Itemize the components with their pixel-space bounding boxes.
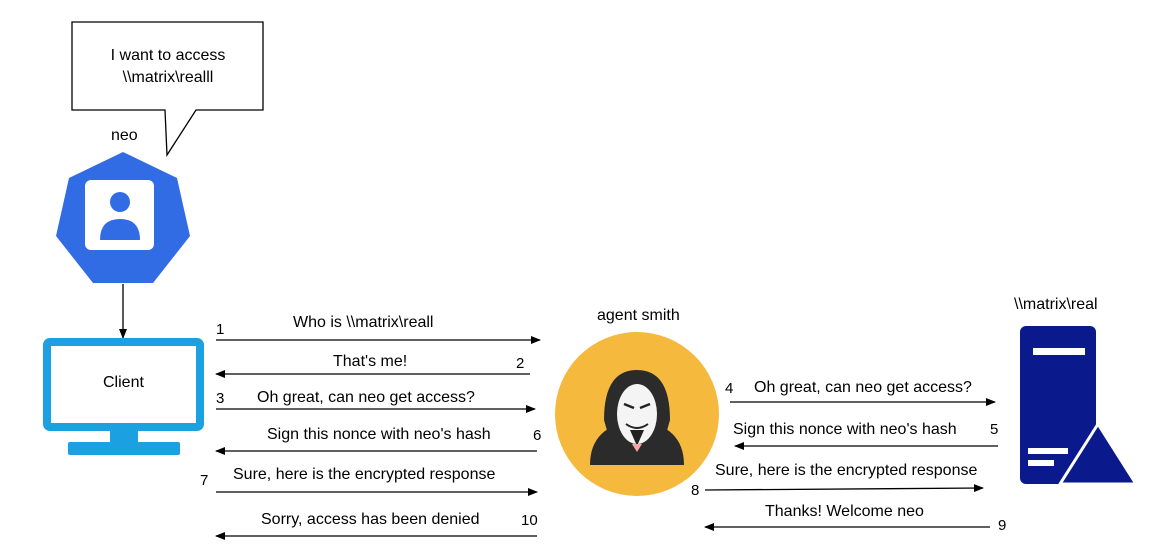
message-9-step: 9	[998, 517, 1007, 534]
message-2-text: That's me!	[333, 353, 408, 370]
server-label: \\matrix\real	[1014, 296, 1098, 313]
server-icon	[1020, 326, 1139, 486]
message-7-text: Sure, here is the encrypted response	[233, 466, 496, 483]
message-4-step: 4	[725, 380, 734, 397]
message-8-step: 8	[691, 482, 700, 499]
callout-line-2: \\matrix\realll	[122, 69, 214, 86]
message-2-step: 2	[516, 355, 525, 372]
message-3-step: 3	[216, 390, 225, 407]
user-label: neo	[111, 127, 138, 144]
message-10-step: 10	[521, 512, 538, 529]
message-7-step: 7	[200, 472, 209, 489]
arrow-8	[704, 484, 984, 493]
message-9-text: Thanks! Welcome neo	[765, 503, 924, 520]
speech-callout-text: I want to access \\matrix\realll	[74, 45, 262, 89]
hacker-icon	[555, 332, 719, 496]
message-5-step: 5	[990, 421, 999, 438]
message-6-step: 6	[533, 427, 542, 444]
message-1-step: 1	[216, 321, 225, 338]
message-3-text: Oh great, can neo get access?	[257, 389, 475, 406]
message-5-text: Sign this nonce with neo's hash	[733, 421, 957, 438]
user-icon	[56, 152, 190, 283]
monitor-icon	[43, 338, 204, 455]
message-6-text: Sign this nonce with neo's hash	[267, 426, 491, 443]
message-4-text: Oh great, can neo get access?	[754, 379, 972, 396]
message-1-text: Who is \\matrix\reall	[293, 314, 434, 331]
message-8-text: Sure, here is the encrypted response	[715, 462, 978, 479]
speech-callout	[71, 21, 264, 158]
client-label: Client	[103, 374, 144, 391]
message-10-text: Sorry, access has been denied	[261, 511, 480, 528]
callout-line-1: I want to access	[110, 47, 226, 64]
attacker-label: agent smith	[597, 307, 680, 324]
